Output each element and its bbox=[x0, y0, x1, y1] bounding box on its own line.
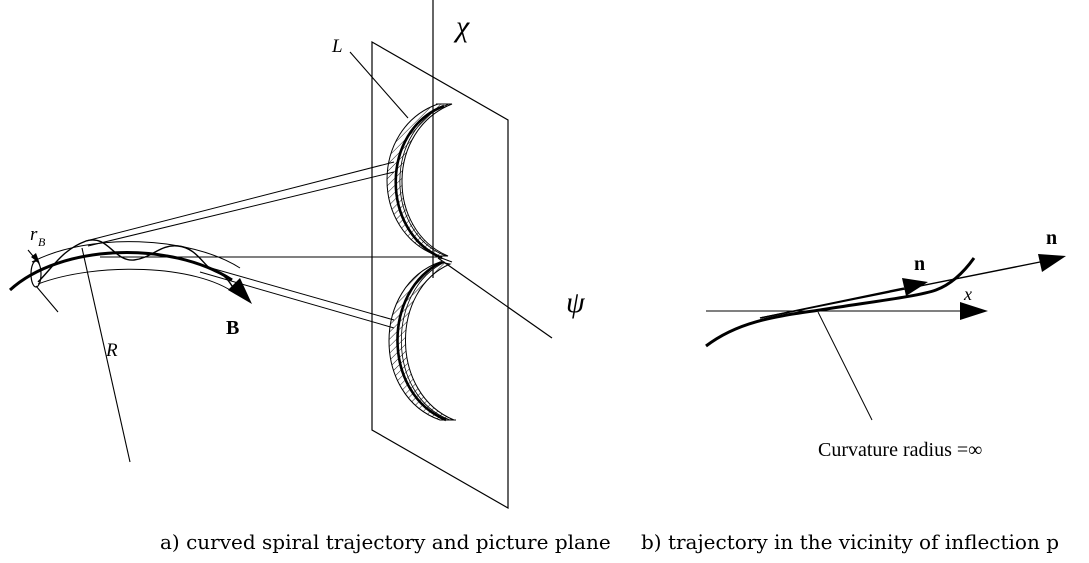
inflection-trajectory bbox=[705, 257, 976, 348]
tangent-outer-arrowhead bbox=[1038, 254, 1066, 272]
trajectory-arrowhead bbox=[228, 278, 252, 304]
label-n-inner: n bbox=[914, 253, 925, 275]
label-R: R bbox=[105, 340, 118, 361]
tangent-inner bbox=[759, 287, 905, 319]
label-B: B bbox=[226, 317, 239, 339]
curvature-leader bbox=[817, 311, 873, 421]
panel-b: n n x Curvature radius =∞ bbox=[705, 227, 1066, 461]
label-psi: ψ bbox=[566, 286, 586, 319]
picture-curve-center-upper bbox=[394, 104, 445, 260]
label-chi: χ bbox=[453, 10, 470, 43]
picture-curve-center-lower bbox=[396, 260, 447, 422]
label-r-subscript: B bbox=[38, 235, 46, 249]
label-curvature-radius: Curvature radius =∞ bbox=[818, 439, 982, 461]
spiral bbox=[37, 239, 241, 297]
trajectory bbox=[8, 251, 233, 292]
tube-lower bbox=[37, 268, 237, 295]
projection-line bbox=[199, 271, 395, 329]
projection-line bbox=[203, 265, 395, 321]
caption-panel-b: b) trajectory in the vicinity of inflect… bbox=[641, 530, 1059, 554]
projection-line bbox=[85, 161, 395, 242]
picture-plane bbox=[371, 40, 509, 510]
psi-axis bbox=[437, 257, 553, 339]
label-x: x bbox=[963, 284, 972, 304]
panel-a: χ L r B B R ψ bbox=[8, 0, 586, 510]
label-n-outer: n bbox=[1046, 227, 1057, 249]
x-axis-arrowhead bbox=[960, 302, 988, 320]
tube-upper bbox=[31, 241, 241, 269]
tangent-inner-arrowhead bbox=[902, 278, 928, 296]
caption-panel-a: a) curved spiral trajectory and picture … bbox=[160, 530, 611, 554]
label-L: L bbox=[331, 36, 343, 57]
projection-line bbox=[87, 171, 395, 247]
label-r: r bbox=[30, 224, 38, 245]
L-leader bbox=[349, 51, 409, 119]
R-radius-line bbox=[81, 247, 131, 463]
